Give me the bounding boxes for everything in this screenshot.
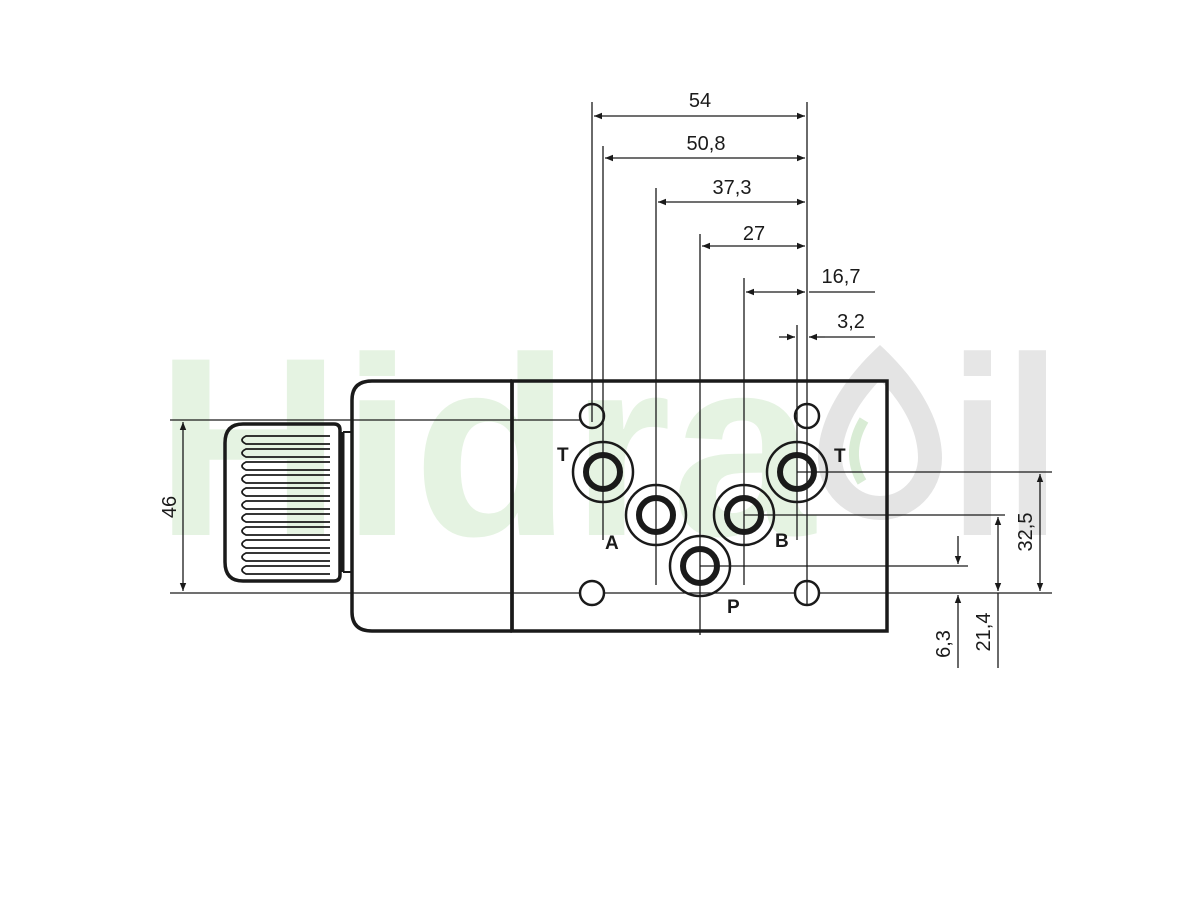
- dim-6-3: 6,3: [933, 630, 955, 658]
- port-label-p: P: [727, 597, 740, 618]
- knurled-manual-override: [223, 422, 342, 583]
- dim-46: 46: [159, 496, 181, 518]
- knurl-ridge: [241, 461, 330, 471]
- watermark-text-left: Hidra: [155, 305, 817, 590]
- knurl-ridge: [241, 500, 330, 510]
- horizontal-dimension-lines: [594, 112, 875, 341]
- port-label-t-right: T: [834, 446, 846, 467]
- port-label-a: A: [605, 533, 619, 554]
- port-label-t-left: T: [557, 445, 569, 466]
- knurl-ridge: [241, 435, 330, 445]
- knurl-ridge: [241, 448, 330, 458]
- knurl-ridges: [241, 435, 330, 575]
- knurl-ridge: [241, 474, 330, 484]
- knurl-ridge: [241, 526, 330, 536]
- dim-54: 54: [689, 90, 711, 112]
- watermark-text-right: il: [950, 305, 1060, 590]
- watermark-drop-logo: [818, 345, 942, 520]
- dim-16-7: 16,7: [822, 266, 861, 288]
- dim-32-5: 32,5: [1015, 513, 1037, 552]
- horizontal-extension-lines: [170, 419, 1052, 594]
- vertical-dimension-lines: [179, 422, 1044, 668]
- dim-21-4: 21,4: [973, 613, 995, 652]
- dim-3-2: 3,2: [837, 311, 865, 333]
- knurl-ridge: [241, 513, 330, 523]
- knurl-ridge: [241, 552, 330, 562]
- dim-37-3: 37,3: [713, 177, 752, 199]
- dim-27: 27: [743, 223, 765, 245]
- knurl-ridge: [241, 487, 330, 497]
- knurl-ridge: [241, 565, 330, 575]
- dim-50-8: 50,8: [687, 133, 726, 155]
- port-label-b: B: [775, 531, 789, 552]
- knurl-ridge: [241, 539, 330, 549]
- vertical-extension-lines: [591, 102, 808, 635]
